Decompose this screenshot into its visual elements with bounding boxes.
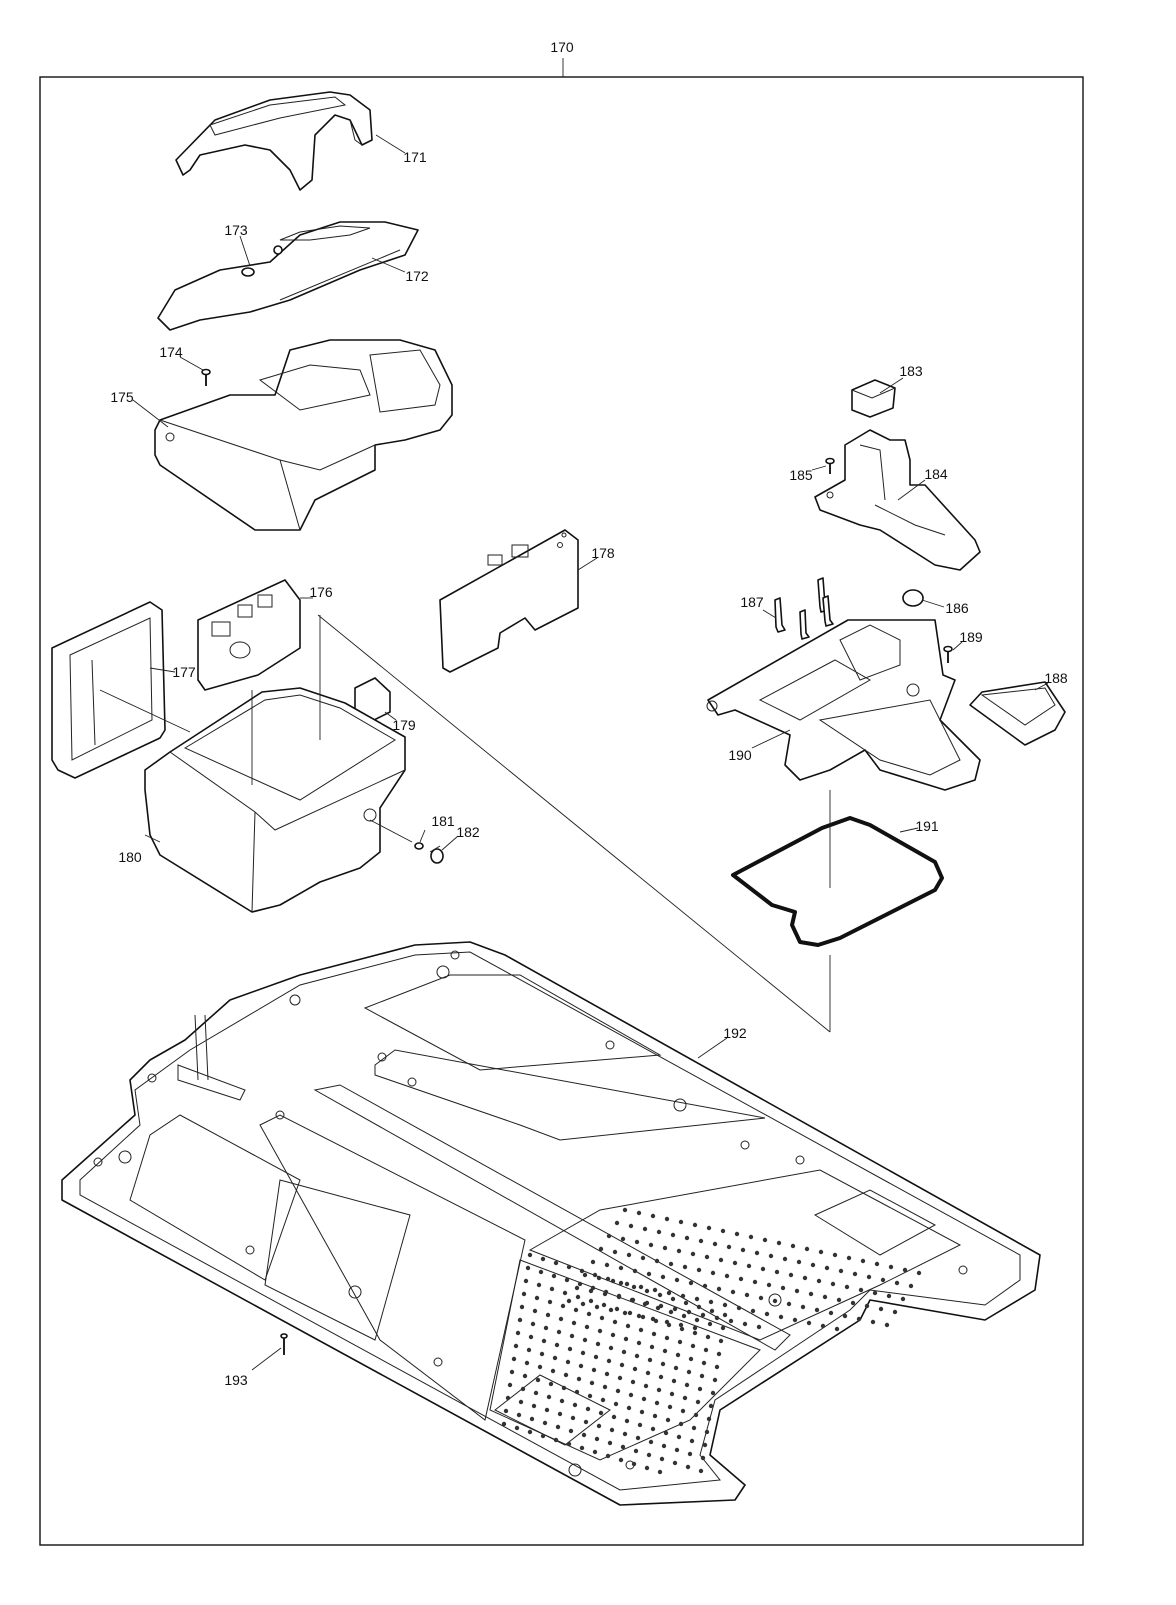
svg-text:192: 192 xyxy=(723,1025,747,1041)
callout-190[interactable]: 190 xyxy=(728,729,791,763)
callout-172[interactable]: 172 xyxy=(371,257,429,284)
screw-185[interactable] xyxy=(825,457,835,475)
ventilation-grid-left xyxy=(501,1252,728,1475)
callout-176[interactable]: 176 xyxy=(300,584,333,600)
svg-text:186: 186 xyxy=(945,600,969,616)
svg-text:179: 179 xyxy=(392,717,416,733)
svg-text:193: 193 xyxy=(224,1372,248,1388)
lower-housing[interactable] xyxy=(144,687,406,913)
screw-193[interactable] xyxy=(280,1333,288,1355)
screw-174[interactable] xyxy=(201,368,211,387)
handle-cover[interactable] xyxy=(157,221,419,331)
base-plate[interactable] xyxy=(61,941,1041,1506)
o-ring[interactable] xyxy=(414,842,424,850)
svg-text:175: 175 xyxy=(110,389,134,405)
callout-181[interactable]: 181 xyxy=(369,813,455,843)
svg-text:180: 180 xyxy=(118,849,142,865)
screw-173[interactable] xyxy=(241,245,283,277)
callout-188[interactable]: 188 xyxy=(1034,670,1068,691)
callout-175[interactable]: 175 xyxy=(110,389,169,428)
svg-text:178: 178 xyxy=(591,545,615,561)
svg-text:176: 176 xyxy=(309,584,333,600)
svg-text:172: 172 xyxy=(405,268,429,284)
callout-180[interactable]: 180 xyxy=(118,834,161,865)
callout-185[interactable]: 185 xyxy=(789,465,827,483)
gasket-seal[interactable] xyxy=(731,816,944,947)
svg-text:190: 190 xyxy=(728,747,752,763)
svg-text:188: 188 xyxy=(1044,670,1068,686)
callout-174[interactable]: 174 xyxy=(159,344,204,371)
callout-187[interactable]: 187 xyxy=(740,594,777,619)
part-callouts: 171 172 173 174 175 176 177 178 179 180 … xyxy=(99,134,1068,1388)
terminal-set[interactable] xyxy=(774,577,834,640)
assembly-reference-lines xyxy=(251,614,831,1033)
callout-193[interactable]: 193 xyxy=(224,1347,282,1388)
cap-186[interactable] xyxy=(902,589,924,607)
svg-text:174: 174 xyxy=(159,344,183,360)
svg-text:185: 185 xyxy=(789,467,813,483)
assembly-label: 170 xyxy=(550,39,574,55)
svg-text:182: 182 xyxy=(456,824,480,840)
main-control-board[interactable] xyxy=(439,529,579,673)
charging-bracket[interactable] xyxy=(814,429,981,571)
plug-182[interactable] xyxy=(429,845,444,864)
callout-173[interactable]: 173 xyxy=(224,222,251,267)
svg-text:173: 173 xyxy=(224,222,248,238)
svg-text:183: 183 xyxy=(899,363,923,379)
top-cover[interactable] xyxy=(175,91,373,191)
svg-text:184: 184 xyxy=(924,466,948,482)
svg-text:177: 177 xyxy=(172,664,196,680)
svg-text:171: 171 xyxy=(403,149,427,165)
svg-text:187: 187 xyxy=(740,594,764,610)
svg-text:191: 191 xyxy=(915,818,939,834)
power-board[interactable] xyxy=(197,579,301,691)
side-panel[interactable] xyxy=(51,601,166,779)
callout-183[interactable]: 183 xyxy=(879,363,923,394)
callout-171[interactable]: 171 xyxy=(375,134,427,165)
callout-177[interactable]: 177 xyxy=(99,664,196,733)
callout-182[interactable]: 182 xyxy=(441,824,480,851)
diagram-frame xyxy=(39,76,1084,1546)
callout-184[interactable]: 184 xyxy=(897,466,948,501)
callout-186[interactable]: 186 xyxy=(921,599,969,616)
callout-178[interactable]: 178 xyxy=(577,545,615,571)
base-plate-holes xyxy=(93,950,968,1477)
mounting-base[interactable] xyxy=(706,619,981,791)
callout-189[interactable]: 189 xyxy=(952,629,983,651)
svg-text:181: 181 xyxy=(431,813,455,829)
terminal-cover[interactable] xyxy=(969,681,1066,746)
callout-179[interactable]: 179 xyxy=(384,711,416,733)
connector-183[interactable] xyxy=(851,379,896,418)
svg-text:189: 189 xyxy=(959,629,983,645)
assembly-callout-170: 170 xyxy=(550,39,574,77)
screw-189[interactable] xyxy=(943,645,953,664)
callout-191[interactable]: 191 xyxy=(899,818,939,834)
callout-192[interactable]: 192 xyxy=(697,1025,747,1059)
upper-housing[interactable] xyxy=(154,339,453,531)
